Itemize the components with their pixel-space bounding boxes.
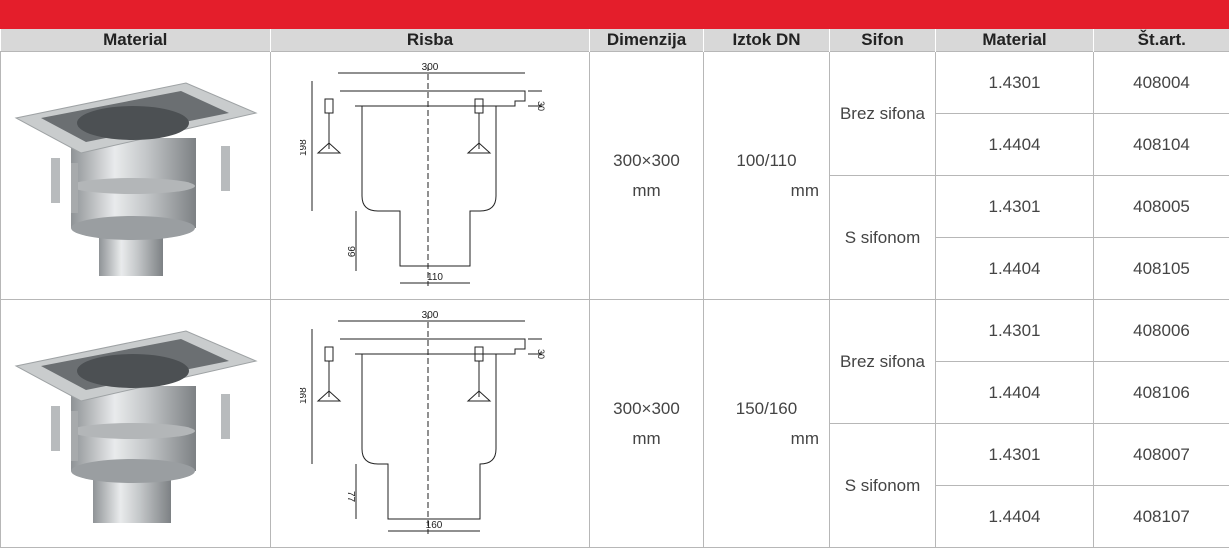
outlet-unit: mm <box>704 176 829 206</box>
siphon-cell: Brez sifona <box>830 300 936 424</box>
floor-drain-photo <box>11 68 261 283</box>
material-cell: 1.4404 <box>936 238 1094 300</box>
outlet-value: 100/110 <box>704 146 829 176</box>
material-cell: 1.4301 <box>936 176 1094 238</box>
outlet-cell: 150/160 mm <box>704 300 830 548</box>
col-header-outlet: Iztok DN <box>704 29 830 52</box>
material-cell: 1.4404 <box>936 486 1094 548</box>
dimension-cell: 300×300 mm <box>590 52 704 300</box>
drawing-height-label: 198 <box>300 386 309 403</box>
table-row: 300 30 198 77 160 <box>1 300 1229 362</box>
col-header-material-photo: Material <box>1 29 271 52</box>
technical-drawing-cell: 300 30 198 99 110 <box>271 52 590 300</box>
outlet-unit: mm <box>704 424 829 454</box>
col-header-siphon: Sifon <box>830 29 936 52</box>
material-cell: 1.4301 <box>936 300 1094 362</box>
siphon-cell: S sifonom <box>830 176 936 300</box>
material-cell: 1.4404 <box>936 362 1094 424</box>
technical-drawing-cell: 300 30 198 77 160 <box>271 300 590 548</box>
col-header-material: Material <box>936 29 1094 52</box>
dimension-value: 300×300 <box>590 394 703 424</box>
product-photo-cell <box>1 300 271 548</box>
drawing-width-label: 300 <box>422 62 439 73</box>
article-cell: 408006 <box>1094 300 1229 362</box>
dimension-unit: mm <box>590 176 703 206</box>
outlet-value: 150/160 <box>704 394 829 424</box>
article-cell: 408106 <box>1094 362 1229 424</box>
drawing-outlet-height-label: 77 <box>345 491 356 503</box>
article-cell: 408104 <box>1094 114 1229 176</box>
dimension-value: 300×300 <box>590 146 703 176</box>
outlet-cell: 100/110 mm <box>704 52 830 300</box>
technical-drawing: 300 30 198 99 110 <box>300 61 560 291</box>
header-bar <box>0 0 1229 29</box>
table-row: 300 30 198 99 110 <box>1 52 1229 114</box>
article-cell: 408005 <box>1094 176 1229 238</box>
drawing-flange-label: 30 <box>536 101 546 111</box>
drawing-outlet-dia-label: 110 <box>427 272 443 283</box>
col-header-dimension: Dimenzija <box>590 29 704 52</box>
drawing-width-label: 300 <box>422 310 439 321</box>
article-cell: 408105 <box>1094 238 1229 300</box>
siphon-cell: S sifonom <box>830 424 936 548</box>
drawing-flange-label: 30 <box>536 349 546 359</box>
article-cell: 408107 <box>1094 486 1229 548</box>
article-cell: 408007 <box>1094 424 1229 486</box>
col-header-drawing: Risba <box>271 29 590 52</box>
header-row: Material Risba Dimenzija Iztok DN Sifon … <box>1 29 1229 52</box>
dimension-cell: 300×300 mm <box>590 300 704 548</box>
material-cell: 1.4301 <box>936 424 1094 486</box>
drawing-outlet-dia-label: 160 <box>426 520 443 531</box>
floor-drain-photo <box>11 316 261 531</box>
technical-drawing: 300 30 198 77 160 <box>300 309 560 539</box>
material-cell: 1.4301 <box>936 52 1094 114</box>
material-cell: 1.4404 <box>936 114 1094 176</box>
dimension-unit: mm <box>590 424 703 454</box>
product-photo-cell <box>1 52 271 300</box>
siphon-cell: Brez sifona <box>830 52 936 176</box>
drawing-outlet-height-label: 99 <box>345 246 356 258</box>
article-cell: 408004 <box>1094 52 1229 114</box>
product-table: Material Risba Dimenzija Iztok DN Sifon … <box>0 29 1229 548</box>
col-header-article: Št.art. <box>1094 29 1229 52</box>
drawing-height-label: 198 <box>300 138 309 155</box>
